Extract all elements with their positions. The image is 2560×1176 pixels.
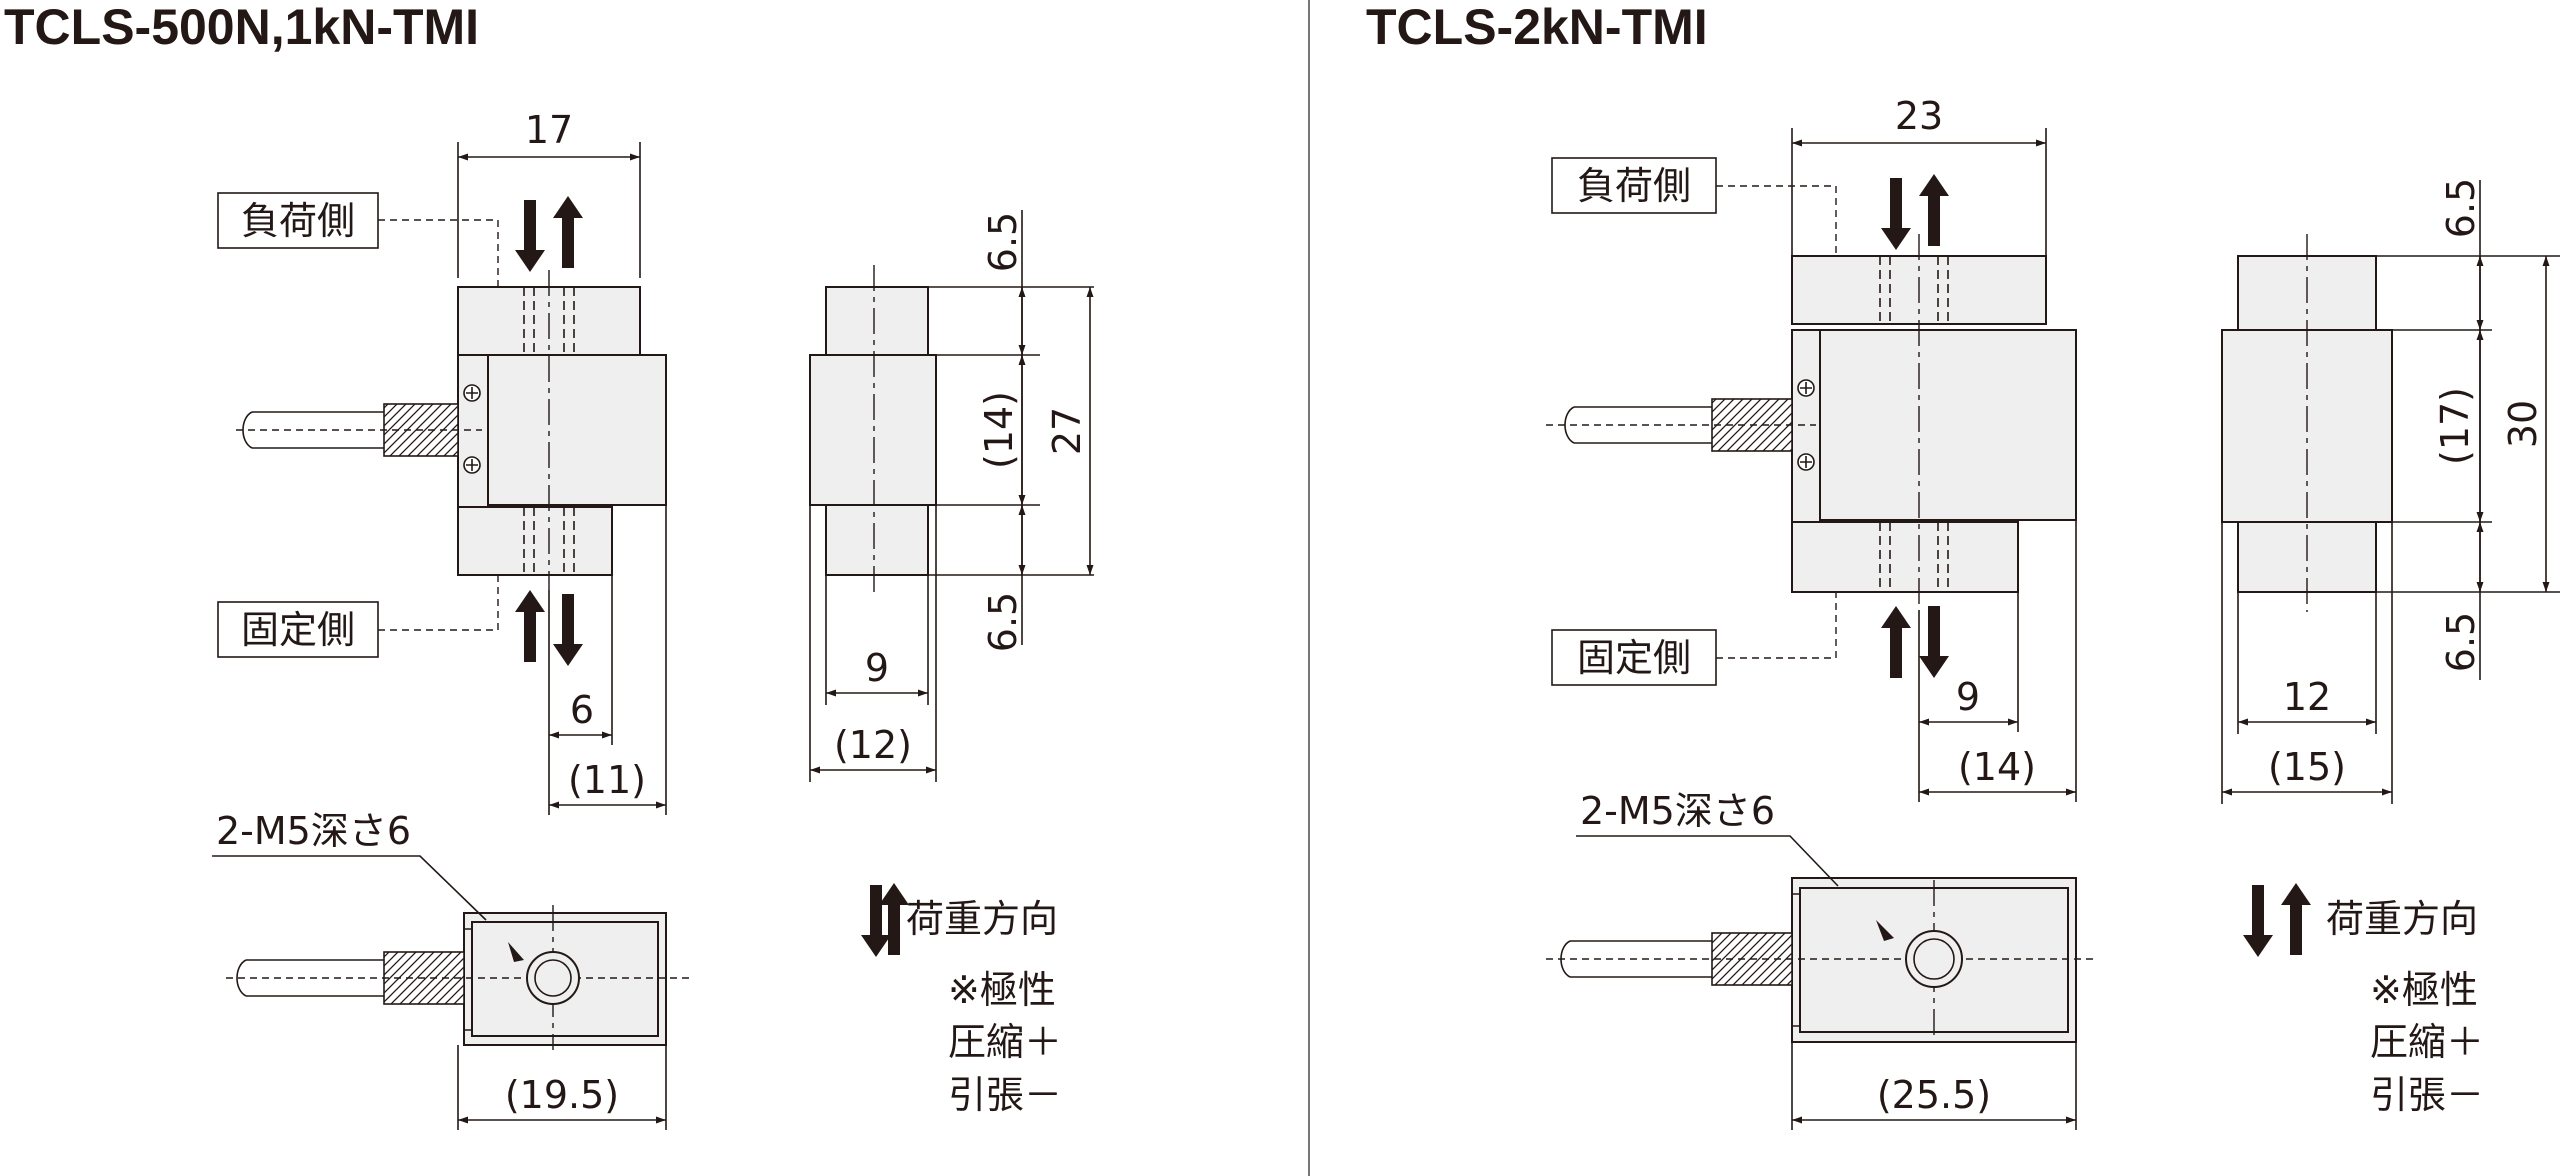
left-side-view: 6.5 (14) 6.5 27 9 (12)	[809, 210, 1094, 782]
left-tap-note: 2-M5深さ6	[216, 809, 411, 853]
right-note-tension: 引張－	[2370, 1073, 2484, 1117]
right-hole-spacing-dim: 9	[1956, 675, 1980, 719]
left-plan-length-dim: (19.5)	[505, 1073, 619, 1117]
right-legend-up-arrow-icon	[2281, 883, 2311, 955]
right-load-arrow-up-icon	[1919, 174, 1949, 246]
left-front-view: 17 負荷側	[217, 108, 667, 815]
left-width-dim: 17	[525, 108, 573, 152]
left-legend: 荷重方向 ※極性 圧縮＋ 引張－	[861, 883, 1062, 1117]
right-fixed-arrow-up-icon	[1881, 606, 1911, 678]
left-fixed-arrow-down-icon	[553, 594, 583, 666]
left-load-arrow-up-icon	[553, 196, 583, 268]
left-load-side-label: 負荷側	[241, 199, 355, 243]
right-note-compression: 圧縮＋	[2370, 1020, 2484, 1064]
right-note-polarity: ※極性	[2370, 968, 2478, 1012]
right-side-inner-dim: 12	[2283, 675, 2331, 719]
right-mid-height-dim: (17)	[2433, 387, 2477, 465]
left-total-height-dim: 27	[1045, 407, 1089, 455]
right-body-depth-dim: (14)	[1958, 745, 2036, 789]
left-body-depth-dim: (11)	[568, 758, 646, 802]
left-legend-text: 荷重方向	[906, 897, 1058, 941]
left-legend-down-arrow-icon	[861, 885, 891, 957]
right-load-side-label: 負荷側	[1577, 164, 1691, 208]
left-side-inner-dim: 9	[865, 646, 889, 690]
right-total-height-dim: 30	[2501, 400, 2545, 448]
left-legend-up-arrow-icon	[879, 883, 909, 955]
right-bot-height-dim: 6.5	[2439, 612, 2483, 672]
left-panel: TCLS-500N,1kN-TMI 17	[4, 0, 1094, 1130]
right-top-height-dim: 6.5	[2439, 178, 2483, 238]
right-tap-note: 2-M5深さ6	[1580, 789, 1775, 833]
left-bot-height-dim: 6.5	[981, 592, 1025, 652]
left-fixed-arrow-up-icon	[515, 590, 545, 662]
right-legend-down-arrow-icon	[2243, 885, 2273, 957]
left-load-arrow-down-icon	[515, 200, 545, 272]
right-load-arrow-down-icon	[1881, 178, 1911, 250]
left-note-polarity: ※極性	[948, 968, 1056, 1012]
left-top-height-dim: 6.5	[981, 212, 1025, 272]
right-panel: TCLS-2kN-TMI 23	[1366, 0, 2560, 1130]
right-width-dim: 23	[1895, 94, 1943, 138]
left-note-compression: 圧縮＋	[948, 1020, 1062, 1064]
right-plan-view: 2-M5深さ6 (25.5)	[1546, 789, 2096, 1130]
right-plan-length-dim: (25.5)	[1877, 1073, 1991, 1117]
left-note-tension: 引張－	[948, 1073, 1062, 1117]
left-fixed-side-label: 固定側	[241, 608, 355, 652]
right-side-outer-dim: (15)	[2268, 745, 2346, 789]
right-fixed-side-label: 固定側	[1577, 636, 1691, 680]
right-front-view: 23 負荷側 固定側	[1546, 94, 2077, 802]
left-side-outer-dim: (12)	[834, 723, 912, 767]
left-title: TCLS-500N,1kN-TMI	[4, 0, 479, 55]
right-legend-text: 荷重方向	[2326, 897, 2478, 941]
right-legend: 荷重方向 ※極性 圧縮＋ 引張－	[2243, 883, 2484, 1117]
right-side-view: 6.5 (17) 6.5 30 12 (15)	[2221, 178, 2560, 804]
left-hole-spacing-dim: 6	[570, 688, 594, 732]
right-title: TCLS-2kN-TMI	[1366, 0, 1708, 55]
left-mid-height-dim: (14)	[977, 391, 1021, 469]
right-fixed-arrow-down-icon	[1919, 606, 1949, 678]
left-plan-view: 2-M5深さ6 (19.5)	[212, 809, 690, 1130]
